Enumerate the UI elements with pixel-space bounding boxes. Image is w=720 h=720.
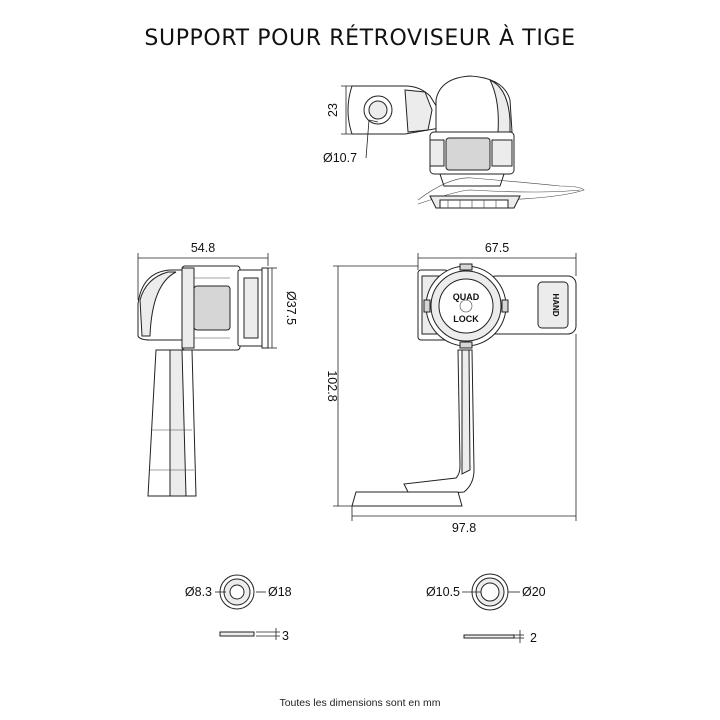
logo-lock: LOCK [453,314,479,324]
front-view [333,253,577,521]
washer-large-inner: Ø10.5 [426,585,460,599]
washer-large [462,573,524,643]
top-height-label: 23 [326,103,340,117]
tab-label: HAND [551,293,560,316]
washer-small-thickness: 3 [282,629,289,643]
washer-small-outer: Ø18 [268,585,292,599]
top-view [341,75,585,209]
page-title: SUPPORT POUR RÉTROVISEUR À TIGE [144,26,576,51]
logo-quad: QUAD [453,292,480,302]
front-top-width-label: 67.5 [485,241,509,255]
top-hole-label: Ø10.7 [323,151,357,165]
washer-small-inner: Ø8.3 [185,585,212,599]
footnote: Toutes les dimensions sont en mm [279,697,441,709]
washer-small [215,574,280,640]
side-diameter-label: Ø37.5 [284,291,298,325]
side-view [137,253,277,497]
side-width-label: 54.8 [191,241,215,255]
washer-large-outer: Ø20 [522,585,546,599]
washer-large-thickness: 2 [530,631,537,645]
front-bottom-width-label: 97.8 [452,521,476,535]
front-height-label: 102.8 [325,370,339,401]
